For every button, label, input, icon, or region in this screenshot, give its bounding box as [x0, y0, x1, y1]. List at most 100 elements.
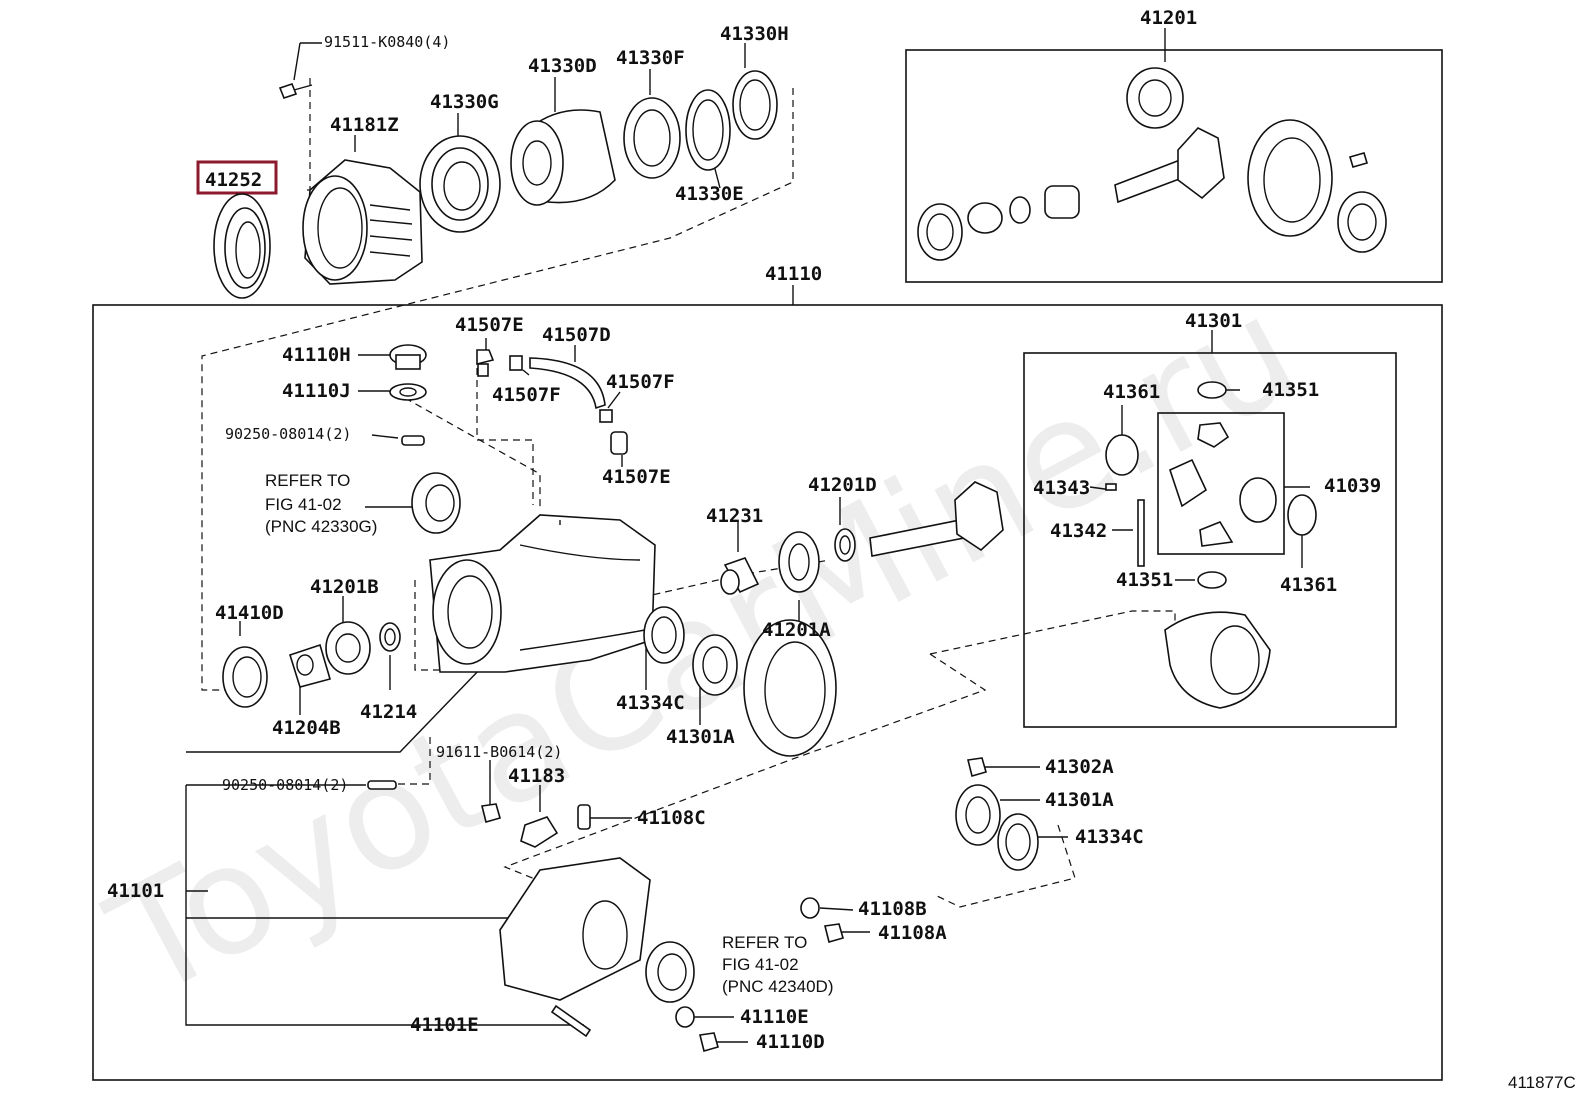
dash-gear-to-carrier: [929, 610, 1176, 655]
part-race-41334C-a: [643, 606, 685, 664]
label-41330E[interactable]: 41330E: [675, 183, 744, 205]
part-union-41507E-b: [610, 431, 628, 455]
part-bolt-41302A: [967, 757, 987, 777]
ref-note-2-line2[interactable]: FIG 41-02: [722, 955, 799, 974]
ref-note-1-line1: REFER TO: [265, 471, 350, 490]
label-41214[interactable]: 41214: [360, 701, 417, 723]
label-41108C[interactable]: 41108C: [637, 807, 706, 829]
ref-note-2-line3: (PNC 42340D): [722, 977, 834, 996]
frame-41110: [92, 304, 1443, 1081]
label-41330H[interactable]: 41330H: [720, 23, 789, 45]
part-pin-90250-b: [367, 780, 397, 790]
label-41110D[interactable]: 41110D: [756, 1031, 825, 1053]
label-41201D[interactable]: 41201D: [808, 474, 877, 496]
label-41507E-a[interactable]: 41507E: [455, 314, 524, 336]
part-plug-41108C: [577, 804, 591, 830]
label-41302A[interactable]: 41302A: [1045, 756, 1114, 778]
part-housing-41181Z: [302, 159, 423, 285]
part-plug-41110D: [699, 1032, 719, 1052]
label-41110E[interactable]: 41110E: [740, 1006, 809, 1028]
label-41334C-a[interactable]: 41334C: [616, 692, 685, 714]
label-41507D[interactable]: 41507D: [542, 324, 611, 346]
label-41108B[interactable]: 41108B: [858, 898, 927, 920]
label-41507F-b[interactable]: 41507F: [606, 371, 675, 393]
part-race-41334C-b: [997, 813, 1039, 871]
ref-note-1-line2[interactable]: FIG 41-02: [265, 495, 342, 514]
label-91611[interactable]: 91611-B0614(2): [436, 743, 562, 761]
label-41301A-b[interactable]: 41301A: [1045, 789, 1114, 811]
label-41351-b[interactable]: 41351: [1116, 569, 1173, 591]
label-41201B[interactable]: 41201B: [310, 576, 379, 598]
figure-code: 411877C: [1508, 1073, 1576, 1092]
label-41110J[interactable]: 41110J: [282, 380, 351, 402]
part-plug-41108A: [824, 923, 844, 943]
frame-41301: [1023, 352, 1397, 728]
label-41108A[interactable]: 41108A: [878, 922, 947, 944]
label-41183[interactable]: 41183: [508, 765, 565, 787]
ref-note-1-line3: (PNC 42330G): [265, 517, 377, 536]
label-41351-a[interactable]: 41351: [1262, 379, 1319, 401]
part-ref-bearing-42330G: [411, 472, 461, 534]
part-plate-41183: [520, 816, 559, 848]
part-washer-41201D: [834, 528, 856, 562]
label-41252[interactable]: 41252: [205, 169, 262, 191]
label-41343[interactable]: 41343: [1033, 477, 1090, 499]
part-set-41201: [917, 67, 1387, 261]
part-bolt-41101E: [550, 1004, 592, 1038]
label-41101E[interactable]: 41101E: [410, 1014, 479, 1036]
part-clip-41507F-b: [599, 409, 613, 423]
part-sleeve-41330D: [510, 109, 616, 206]
dash-top-right: [201, 88, 794, 691]
label-41110[interactable]: 41110: [765, 263, 822, 285]
part-seal-41410D: [222, 646, 268, 708]
label-90250-b[interactable]: 90250-08014(2): [222, 776, 348, 794]
part-gasket-41110J: [389, 383, 427, 401]
label-41201A[interactable]: 41201A: [762, 619, 831, 641]
part-bearing-41201A: [778, 531, 820, 593]
part-plug-41110H: [389, 344, 427, 370]
part-bolt-91611: [481, 803, 501, 823]
label-41330D[interactable]: 41330D: [528, 55, 597, 77]
label-41110H[interactable]: 41110H: [282, 344, 351, 366]
label-41410D[interactable]: 41410D: [215, 602, 284, 624]
label-41330F[interactable]: 41330F: [616, 47, 685, 69]
label-41181Z[interactable]: 41181Z: [330, 114, 399, 136]
frame-41201: [905, 49, 1443, 283]
label-41330G[interactable]: 41330G: [430, 91, 499, 113]
label-41204B[interactable]: 41204B: [272, 717, 341, 739]
part-bearing-41301A-a: [692, 634, 738, 696]
part-seal-41252[interactable]: [213, 193, 271, 299]
dash-right-lower: [934, 824, 1076, 908]
label-91511[interactable]: 91511-K0840(4): [324, 33, 450, 51]
label-41507F-a[interactable]: 41507F: [492, 384, 561, 406]
label-41039[interactable]: 41039: [1324, 475, 1381, 497]
part-pinion-41201: [869, 481, 1004, 557]
label-90250-a[interactable]: 90250-08014(2): [225, 425, 351, 443]
leader-lines: [185, 28, 1310, 1043]
part-gasket-41110E: [675, 1006, 695, 1028]
dash-hose: [476, 368, 534, 505]
label-41361-b[interactable]: 41361: [1280, 574, 1337, 596]
part-clip-41507F: [509, 355, 523, 371]
label-41231[interactable]: 41231: [706, 505, 763, 527]
part-differential-41301: [1105, 381, 1317, 709]
part-ring-41330E: [685, 89, 731, 171]
label-41361-a[interactable]: 41361: [1103, 381, 1160, 403]
label-41334C-b[interactable]: 41334C: [1075, 826, 1144, 848]
part-ref-seal-42340D: [645, 941, 695, 1003]
label-41507E-b[interactable]: 41507E: [602, 466, 671, 488]
dash-left-inner: [414, 580, 440, 671]
part-ring-gear: [743, 619, 837, 757]
part-nut-41204B: [289, 643, 331, 688]
label-41101[interactable]: 41101: [107, 880, 164, 902]
part-bearing-41330G: [419, 135, 501, 233]
dash-bolt-line: [398, 736, 431, 785]
label-41342[interactable]: 41342: [1050, 520, 1107, 542]
label-41301[interactable]: 41301: [1185, 310, 1242, 332]
label-41201[interactable]: 41201: [1140, 7, 1197, 29]
part-shim-41330H: [732, 70, 778, 140]
dash-left-left: [404, 397, 541, 510]
ref-note-2-line1: REFER TO: [722, 933, 807, 952]
frame-41039: [1157, 412, 1285, 555]
label-41301A-a[interactable]: 41301A: [666, 726, 735, 748]
